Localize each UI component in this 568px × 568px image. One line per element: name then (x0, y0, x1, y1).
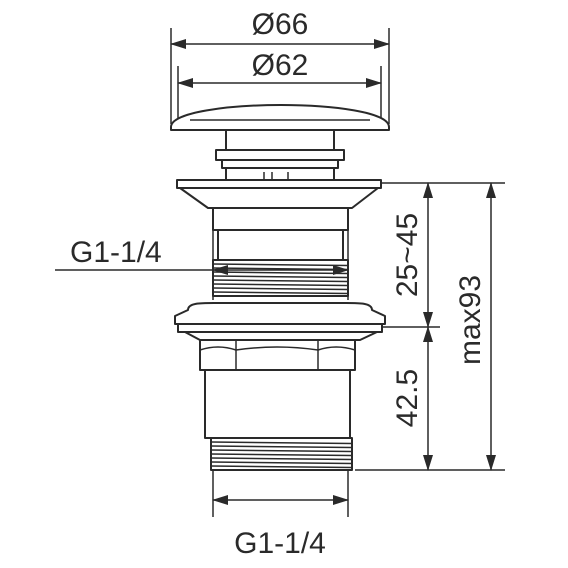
thread-line (210, 465, 353, 469)
dimension-lines (55, 39, 496, 505)
threaded-body (212, 229, 349, 297)
label-inner-diameter: Ø62 (252, 49, 309, 82)
thread-line (212, 275, 349, 279)
thread-line (210, 445, 353, 449)
dimension-labels: Ø66 Ø62 G1-1/4 G1-1/4 25~45 42.5 max93 (70, 8, 487, 560)
lock-nut (174, 302, 386, 341)
thread-line (210, 449, 353, 453)
label-body-height: 42.5 (391, 369, 424, 427)
lower-thread-lines (210, 441, 353, 469)
label-max-height: max93 (454, 275, 487, 365)
thread-line (212, 279, 349, 283)
thread-line (210, 457, 353, 461)
label-outer-diameter: Ø66 (252, 8, 309, 41)
lower-body (204, 369, 353, 471)
thread-line (210, 453, 353, 457)
top-flange (176, 179, 382, 231)
thread-line (210, 441, 353, 445)
thread-line (210, 461, 353, 465)
label-top-thread: G1-1/4 (70, 236, 162, 269)
thread-line (212, 291, 349, 295)
thread-line (212, 287, 349, 291)
label-bottom-thread: G1-1/4 (234, 527, 326, 560)
label-adjust-range: 25~45 (391, 213, 424, 297)
stem-and-seal (215, 129, 345, 181)
pop-up-cap (170, 104, 390, 131)
thread-line (212, 283, 349, 287)
hex-nut (199, 339, 356, 371)
